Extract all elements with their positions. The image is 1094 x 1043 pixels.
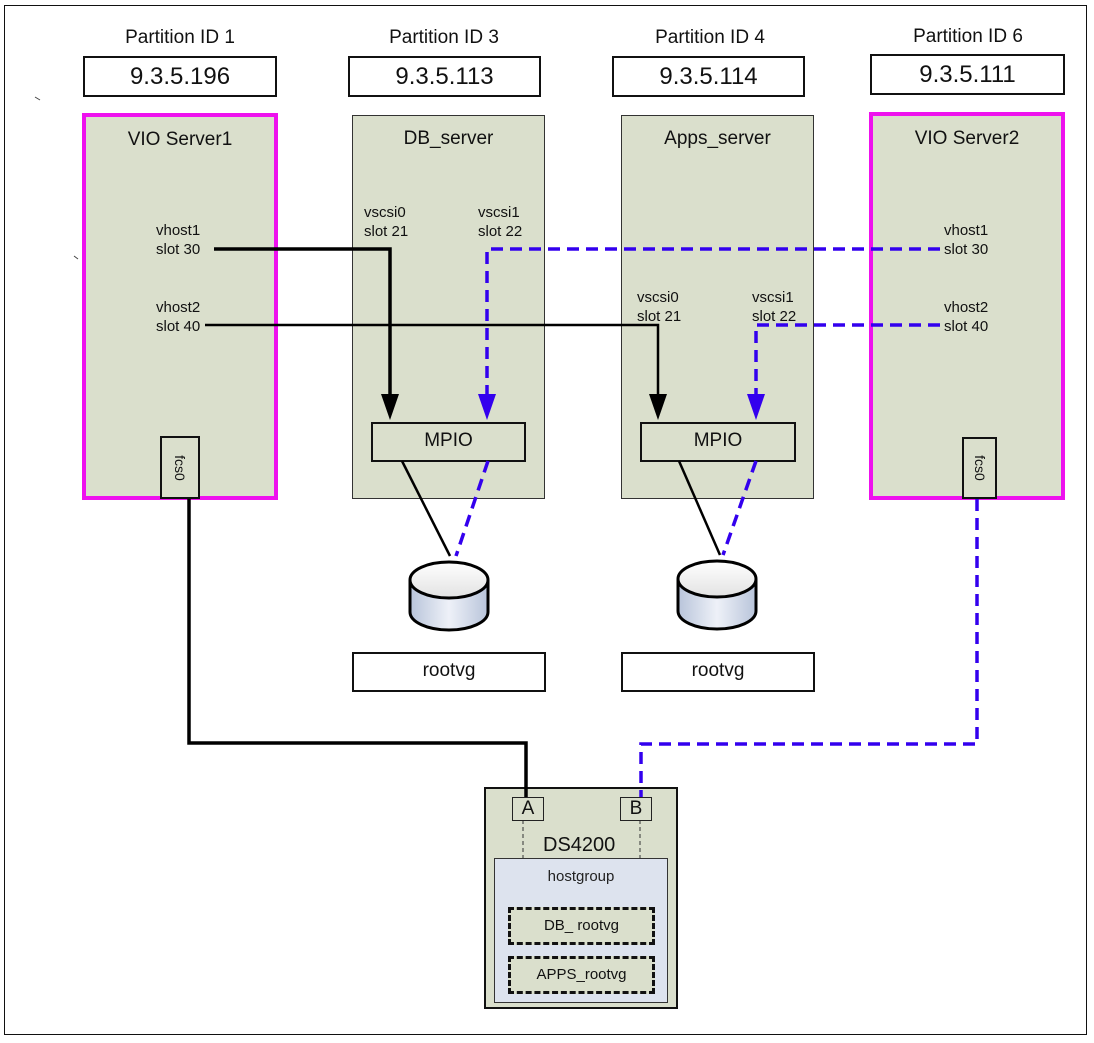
stray-mark [34, 96, 41, 101]
vhost2-port: vhost2 slot 40 [156, 298, 200, 336]
lpar-title: VIO Server2 [914, 128, 1020, 149]
lpar-title: VIO Server1 [127, 129, 233, 150]
vhost1-port: vhost1 slot 30 [156, 221, 200, 259]
lun-db-rootvg: DB_ rootvg [508, 907, 655, 945]
port-name: vhost2 [944, 299, 989, 316]
port-slot: slot 40 [156, 318, 201, 335]
fc-adapter-fcs0: fcs0 [962, 437, 997, 499]
port-slot: slot 30 [156, 241, 201, 258]
partition-id-label-3: Partition ID 3 [389, 27, 499, 48]
port-slot: slot 22 [478, 223, 523, 240]
port-name: vscsi0 [364, 204, 406, 221]
partition-id-label-1: Partition ID 1 [125, 27, 235, 48]
controller-b: B [620, 797, 652, 821]
diagram-frame [4, 5, 1087, 1035]
port-name: vhost1 [944, 222, 989, 239]
arrowhead-icon [747, 394, 765, 420]
stray-mark [73, 255, 79, 260]
mpio-to-disk-line [677, 460, 722, 556]
port-slot: slot 21 [637, 308, 682, 325]
mpio-to-disk-line [721, 460, 758, 556]
fc-adapter-fcs0: fcs0 [160, 436, 200, 499]
vhost2-port: vhost2 slot 40 [944, 298, 988, 336]
lpar-title: DB_server [403, 128, 494, 149]
mpio-to-disk-line [454, 460, 490, 557]
port-slot: slot 22 [752, 308, 797, 325]
path-vio2-fcs0-to-controller-b [639, 499, 979, 798]
path-vio1-fcs0-to-controller-a [187, 499, 528, 798]
arrowhead-icon [649, 394, 667, 420]
lpar-title: Apps_server [664, 128, 771, 149]
vscsi1-port: vscsi1 slot 22 [752, 288, 796, 326]
vio-server2-lpar: VIO Server2 [869, 112, 1065, 500]
path-vio1-vhost2-to-apps-vscsi0 [205, 323, 667, 420]
mpio-box: MPIO [640, 422, 796, 462]
rootvg-label: rootvg [352, 652, 546, 692]
rootvg-label: rootvg [621, 652, 815, 692]
path-vio2-vhost2-to-apps-vscsi1 [747, 323, 940, 420]
controller-a: A [512, 797, 544, 821]
port-name: vscsi1 [752, 289, 794, 306]
path-vio1-vhost1-to-db-vscsi0 [214, 247, 399, 420]
ip-address-box: 9.3.5.111 [870, 54, 1065, 95]
vio-server1-lpar: VIO Server1 [82, 113, 278, 500]
vhost1-port: vhost1 slot 30 [944, 221, 988, 259]
port-slot: slot 40 [944, 318, 989, 335]
port-name: vscsi1 [478, 204, 520, 221]
ip-address-box: 9.3.5.196 [83, 56, 277, 97]
port-name: vscsi0 [637, 289, 679, 306]
path-vio2-vhost1-to-db-vscsi1 [478, 247, 940, 420]
disk-icon [676, 559, 758, 631]
partition-id-label-4: Partition ID 4 [655, 27, 765, 48]
lun-apps-rootvg: APPS_rootvg [508, 956, 655, 994]
port-slot: slot 21 [364, 223, 409, 240]
vscsi1-port: vscsi1 slot 22 [478, 203, 522, 241]
partition-id-label-6: Partition ID 6 [913, 26, 1023, 47]
mpio-box: MPIO [371, 422, 526, 462]
port-slot: slot 30 [944, 241, 989, 258]
arrowhead-icon [381, 394, 399, 420]
vscsi0-port: vscsi0 slot 21 [637, 288, 681, 326]
hostgroup-label: hostgroup [547, 868, 615, 885]
arrowhead-icon [478, 394, 496, 420]
port-name: vhost2 [156, 299, 201, 316]
ip-address-box: 9.3.5.114 [612, 56, 805, 97]
port-name: vhost1 [156, 222, 201, 239]
storage-title: DS4200 [543, 834, 616, 856]
disk-icon [408, 560, 490, 632]
vscsi0-port: vscsi0 slot 21 [364, 203, 408, 241]
mpio-to-disk-line [400, 460, 452, 557]
ip-address-box: 9.3.5.113 [348, 56, 541, 97]
